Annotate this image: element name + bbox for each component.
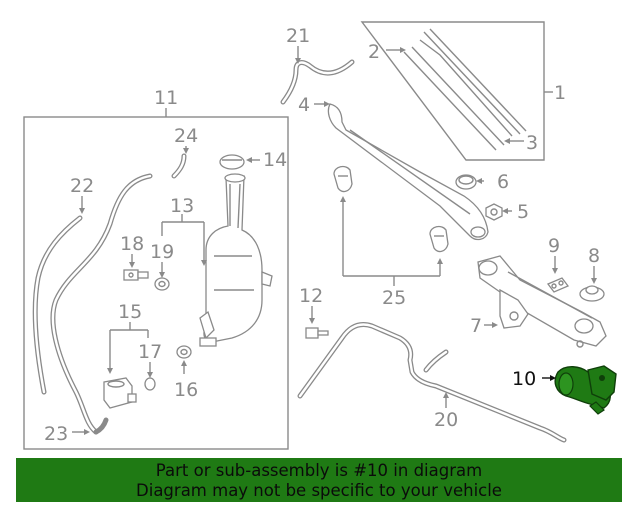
pivot-cap[interactable] bbox=[455, 174, 477, 190]
callout-19[interactable]: 19 bbox=[150, 241, 174, 263]
callout-22[interactable]: 22 bbox=[70, 175, 94, 197]
banner-line-1: Part or sub-assembly is #10 in diagram bbox=[155, 461, 483, 480]
hose-23-end bbox=[93, 417, 109, 435]
linkage-clip[interactable] bbox=[546, 277, 570, 293]
callout-7[interactable]: 7 bbox=[470, 315, 482, 337]
callout-15[interactable]: 15 bbox=[118, 301, 142, 323]
reservoir-grommet[interactable] bbox=[176, 345, 192, 359]
hose-23[interactable] bbox=[32, 215, 83, 395]
callout-4[interactable]: 4 bbox=[298, 94, 310, 116]
wiper-blade[interactable] bbox=[403, 28, 527, 151]
info-banner: Part or sub-assembly is #10 in diagram D… bbox=[16, 458, 622, 502]
linkage-grommet[interactable] bbox=[579, 285, 605, 302]
arrow-6 bbox=[476, 178, 482, 184]
wiper-motor-highlighted[interactable] bbox=[554, 365, 617, 415]
arm-nut[interactable] bbox=[485, 203, 503, 221]
arrow-3 bbox=[504, 138, 510, 144]
hose-24[interactable] bbox=[171, 153, 187, 179]
callout-18[interactable]: 18 bbox=[120, 233, 144, 255]
mounting-bolt[interactable] bbox=[305, 327, 329, 339]
callout-23[interactable]: 23 bbox=[44, 423, 68, 445]
callout-21[interactable]: 21 bbox=[286, 25, 310, 47]
level-sensor[interactable] bbox=[103, 377, 137, 409]
hose-21[interactable] bbox=[280, 59, 355, 105]
reservoir-group-frame bbox=[23, 116, 289, 450]
callout-16[interactable]: 16 bbox=[174, 379, 198, 401]
callout-11[interactable]: 11 bbox=[154, 87, 178, 109]
callout-2[interactable]: 2 bbox=[368, 41, 380, 63]
callout-25[interactable]: 25 bbox=[382, 287, 406, 309]
callout-10[interactable]: 10 bbox=[512, 368, 536, 390]
sensor-grommet[interactable] bbox=[144, 377, 156, 391]
callout-3[interactable]: 3 bbox=[526, 132, 538, 154]
wiper-blade-group: 2 1 3 bbox=[360, 21, 566, 161]
callout-6[interactable]: 6 bbox=[497, 171, 509, 193]
arrow-5 bbox=[502, 208, 508, 214]
callout-13[interactable]: 13 bbox=[170, 195, 194, 217]
callout-20[interactable]: 20 bbox=[434, 409, 458, 431]
callout-17[interactable]: 17 bbox=[138, 341, 162, 363]
callout-8[interactable]: 8 bbox=[588, 245, 600, 267]
blade-frame bbox=[360, 21, 545, 161]
wiper-linkage[interactable] bbox=[477, 255, 607, 348]
callout-9[interactable]: 9 bbox=[548, 235, 560, 257]
callout-24[interactable]: 24 bbox=[174, 125, 198, 147]
arrow-2 bbox=[400, 47, 406, 53]
callout-1[interactable]: 1 bbox=[554, 82, 566, 104]
washer-pump[interactable] bbox=[123, 269, 149, 281]
callout-5[interactable]: 5 bbox=[517, 201, 529, 223]
wiper-arm[interactable] bbox=[327, 103, 489, 241]
callout-12[interactable]: 12 bbox=[299, 285, 323, 307]
callout-14[interactable]: 14 bbox=[263, 149, 287, 171]
pump-grommet[interactable] bbox=[154, 277, 170, 291]
washer-nozzle-left[interactable] bbox=[333, 165, 353, 193]
arrow-21 bbox=[295, 58, 301, 64]
arrow-4 bbox=[324, 101, 330, 107]
hose-20[interactable] bbox=[297, 322, 567, 443]
washer-reservoir[interactable] bbox=[199, 173, 273, 347]
banner-line-2: Diagram may not be specific to your vehi… bbox=[136, 481, 502, 500]
hose-22[interactable] bbox=[50, 173, 153, 435]
reservoir-cap[interactable] bbox=[219, 154, 245, 170]
washer-nozzle-right[interactable] bbox=[429, 225, 449, 253]
parts-diagram: 2 1 3 21 4 6 5 25 bbox=[23, 21, 617, 450]
